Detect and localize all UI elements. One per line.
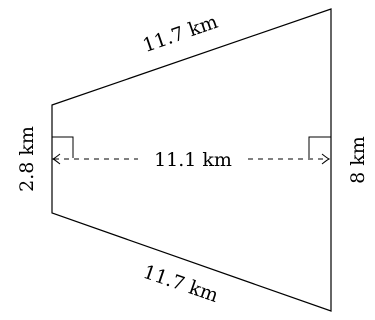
top-side-label: 11.7 km bbox=[140, 11, 221, 57]
left-side-label: 2.8 km bbox=[16, 126, 38, 192]
left-right-angle-marker bbox=[52, 136, 74, 158]
right-right-angle-marker bbox=[308, 136, 331, 158]
trapezoid-shape bbox=[51, 8, 332, 312]
right-arrow-head bbox=[321, 153, 331, 165]
right-side-label: 8 km bbox=[347, 136, 369, 184]
left-arrow-head bbox=[51, 153, 61, 165]
width-label: 11.1 km bbox=[154, 149, 232, 171]
